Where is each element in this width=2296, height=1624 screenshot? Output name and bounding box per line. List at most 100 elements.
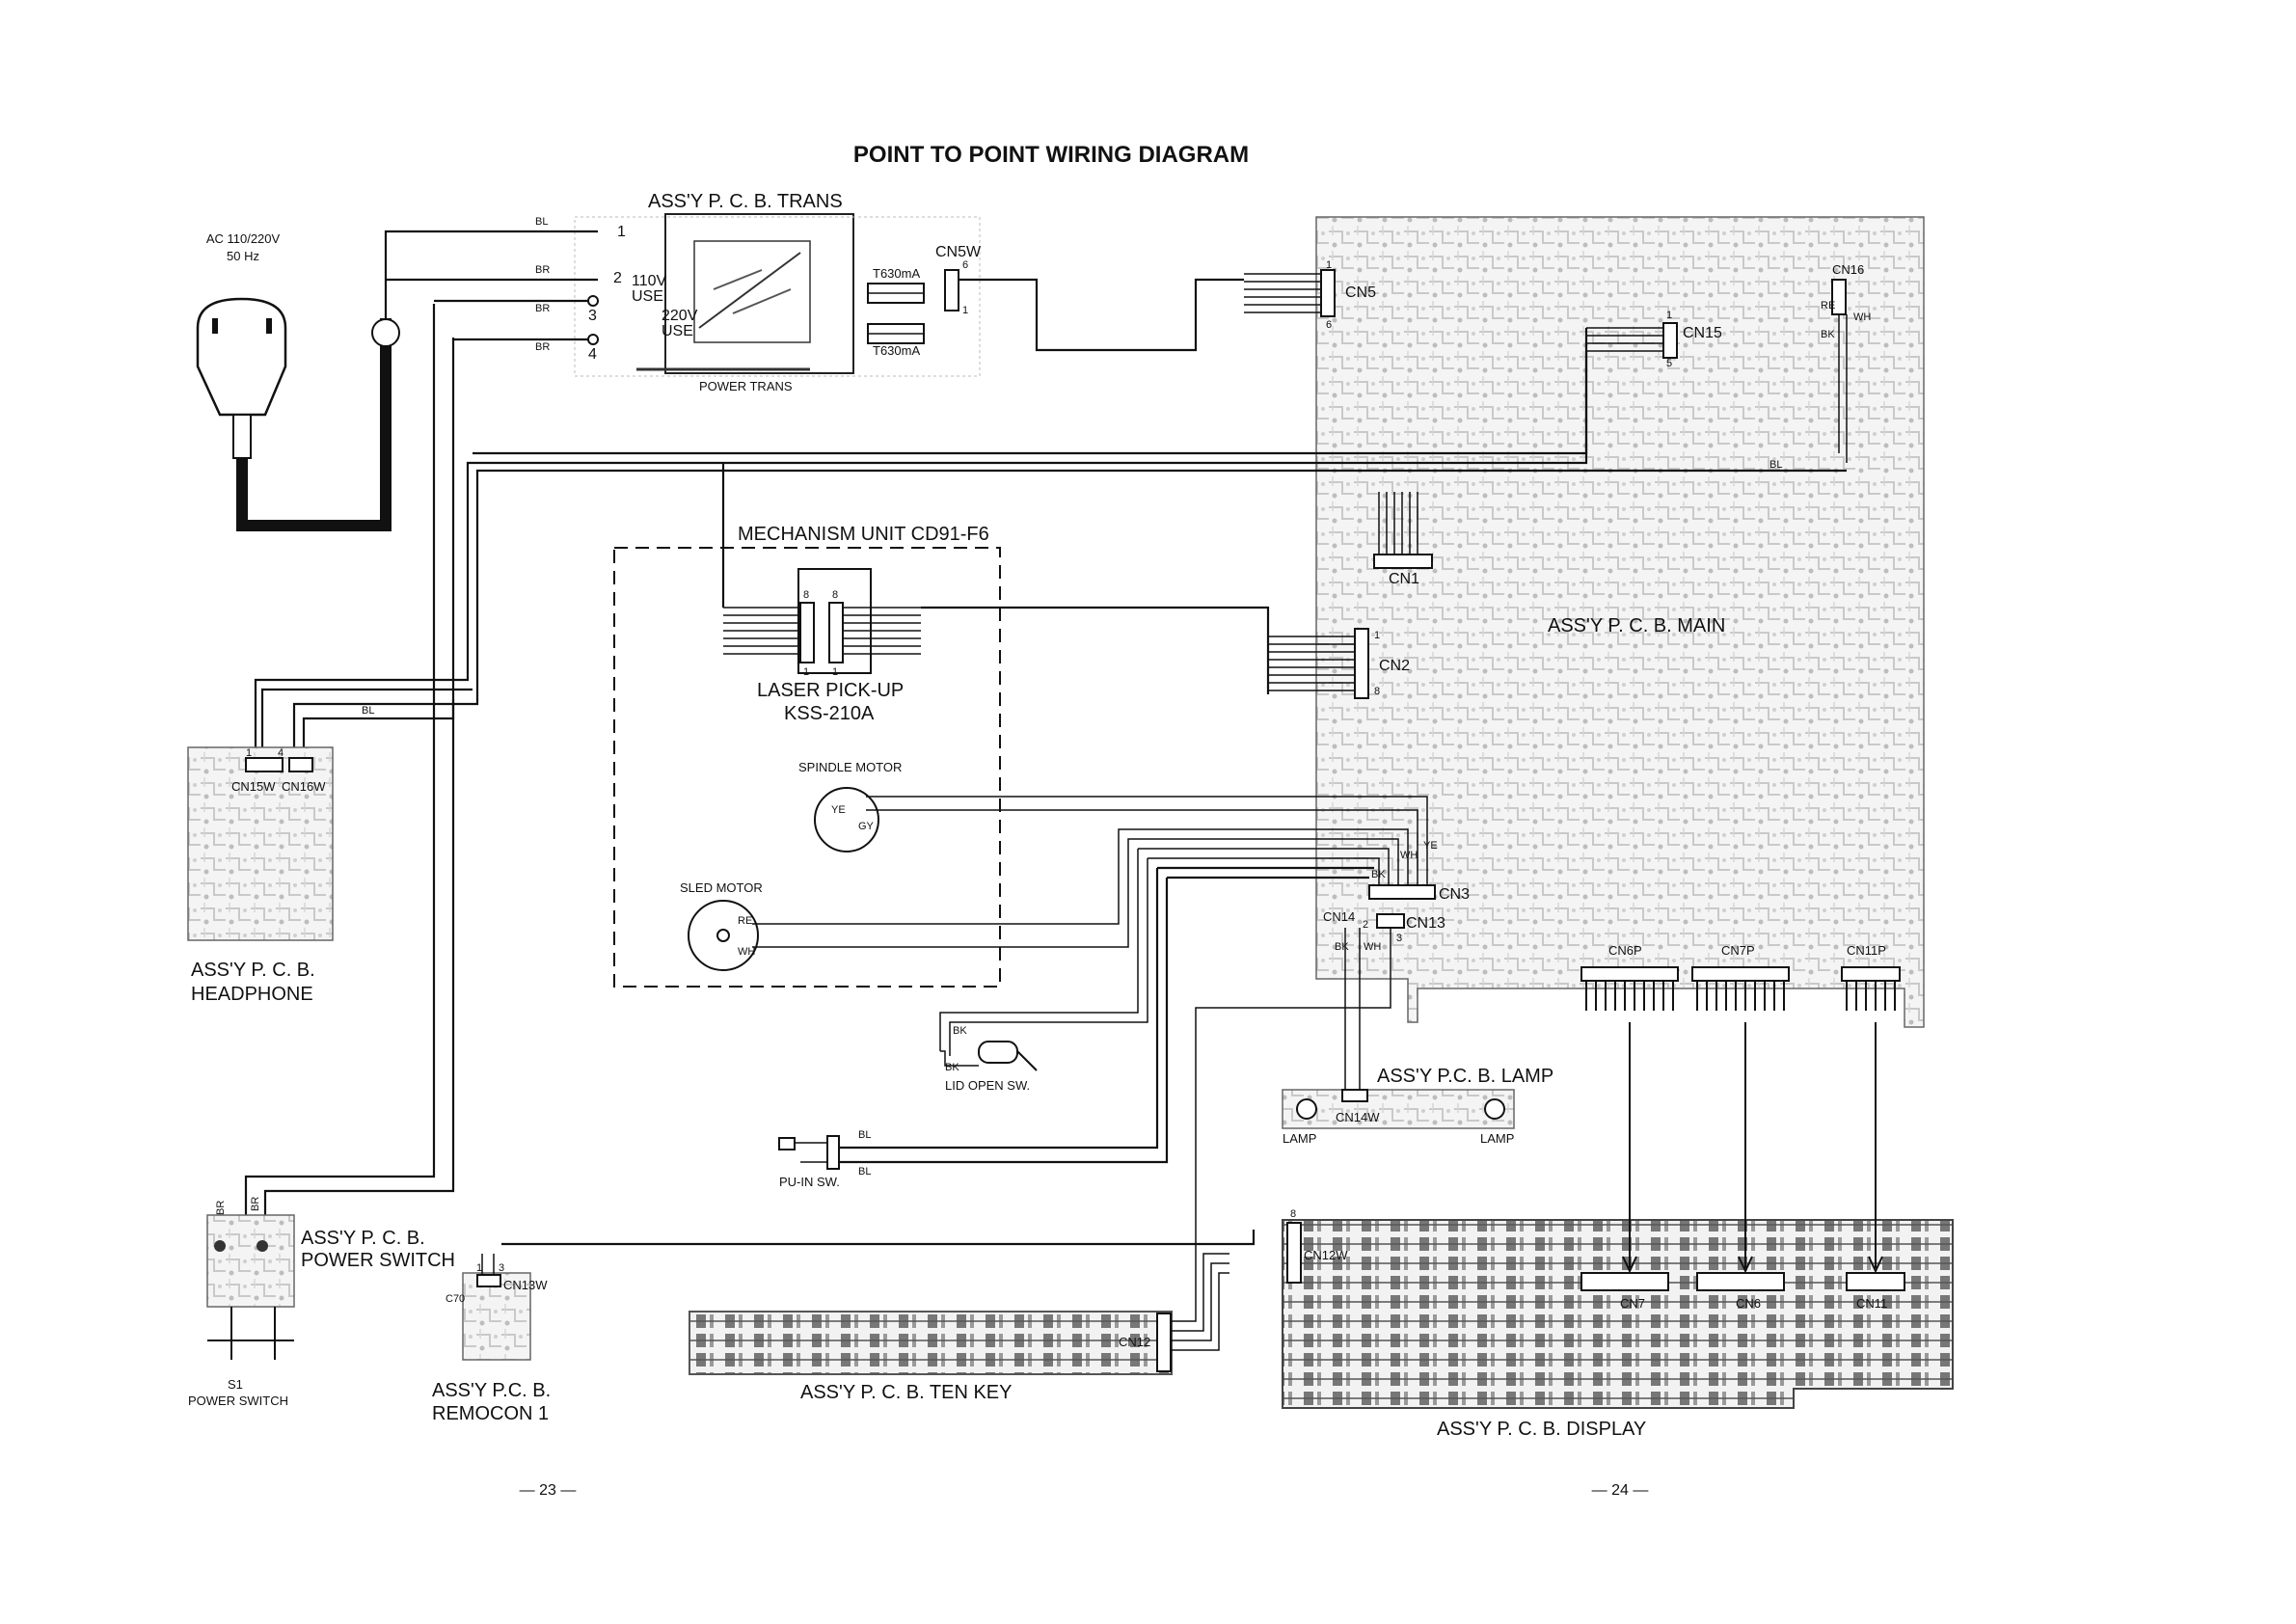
cn14w-connector — [1341, 1089, 1368, 1102]
headphone-pcb-title-2: HEADPHONE — [191, 984, 313, 1005]
wire-color-bl-2: BL — [1769, 459, 1782, 471]
use220-label: 220V — [662, 308, 698, 324]
main-pcb: ASS'Y P. C. B. MAIN — [1315, 216, 1925, 1028]
cn7p-label: CN7P — [1721, 943, 1755, 958]
pickup-pin8-a: 8 — [803, 589, 809, 601]
wire-color-bl-pu2: BL — [858, 1166, 871, 1177]
remocon-pcb: CN13W 1 3 C70 ASS'Y P.C. B. REMOCON 1 — [432, 1230, 1256, 1424]
pu-in-switch-label: PU-IN SW. — [779, 1175, 840, 1189]
wire-color-bk-lid: BK — [953, 1025, 967, 1037]
wire-color-re-2: RE — [738, 915, 752, 927]
cn5-pin6: 6 — [1326, 319, 1332, 331]
cn7p-connector — [1691, 966, 1790, 982]
fuse-1-label: T630mA — [873, 266, 920, 281]
cn14w-label: CN14W — [1336, 1110, 1380, 1124]
pickup-label-2: KSS-210A — [784, 703, 875, 724]
lamp-left-label: LAMP — [1283, 1131, 1316, 1146]
cn15w-pin4: 4 — [278, 747, 284, 759]
wire-color-wh-2: WH — [738, 946, 755, 958]
display-connectors: CN6P CN7P CN11P — [1580, 943, 1901, 1274]
use110-label: 110V — [632, 273, 667, 289]
pickup-label-1: LASER PICK-UP — [757, 680, 904, 701]
power-switch-pcb: BR BR ASS'Y P. C. B. POWER SWITCH S1 POW… — [188, 1197, 455, 1408]
lamp-right — [1484, 1098, 1505, 1120]
power-switch-pcb-title-2: POWER SWITCH — [301, 1250, 455, 1271]
cn14-label: CN14 — [1323, 909, 1355, 924]
pickup-connector-a — [799, 602, 815, 663]
cn11p-connector — [1841, 966, 1901, 982]
trans-pin-1: 1 — [617, 224, 626, 240]
s1-description: POWER SWITCH — [188, 1394, 288, 1408]
use110-label-2: USE — [632, 288, 663, 305]
pickup-pin1-b: 1 — [832, 666, 838, 678]
lid-open-switch-label: LID OPEN SW. — [945, 1078, 1030, 1093]
spindle-motor-label: SPINDLE MOTOR — [798, 760, 902, 774]
cn6p-label: CN6P — [1608, 943, 1642, 958]
cn15-pin5: 5 — [1666, 358, 1672, 369]
wire-color-br-2: BR — [535, 303, 550, 314]
cn15w-connector — [245, 757, 284, 772]
cn5-pin1: 1 — [1326, 259, 1332, 271]
wire-color-br-1: BR — [535, 264, 550, 276]
wire-color-wh-cn14: WH — [1364, 941, 1381, 953]
cn13-pin3: 3 — [1396, 933, 1402, 944]
wire-color-bk-cn14: BK — [1335, 941, 1349, 953]
cn7-label: CN7 — [1620, 1296, 1645, 1311]
wire-color-br-ps2: BR — [250, 1197, 261, 1211]
lamp-pcb: CN14W ASS'Y P.C. B. LAMP LAMP LAMP — [1282, 1061, 1553, 1146]
cn1-label: CN1 — [1389, 571, 1419, 587]
cn2-label: CN2 — [1379, 658, 1410, 674]
s1-label: S1 — [228, 1377, 243, 1392]
trans-pcb-title: ASS'Y P. C. B. TRANS — [648, 191, 843, 212]
ac-frequency-label: 50 Hz — [227, 249, 259, 263]
cn13w-label: CN13W — [503, 1278, 548, 1292]
cn13w-connector — [476, 1274, 501, 1287]
main-pcb-title: ASS'Y P. C. B. MAIN — [1548, 615, 1725, 636]
cn11p-label: CN11P — [1847, 943, 1886, 958]
cn15-pin1: 1 — [1666, 310, 1672, 321]
wire-color-bl-1: BL — [535, 216, 548, 228]
trans-pin-3: 3 — [588, 308, 597, 324]
cn16-label: CN16 — [1832, 262, 1864, 277]
lamp-left — [1296, 1098, 1317, 1120]
cn5w-pin1: 1 — [962, 305, 968, 316]
tenkey-pcb: CN12 ASS'Y P. C. B. TEN KEY — [689, 1243, 1229, 1403]
diagram-title: POINT TO POINT WIRING DIAGRAM — [853, 142, 1249, 168]
cn5w-connector — [944, 269, 959, 311]
page-number-right: — 24 — — [1592, 1482, 1649, 1499]
display-pcb: 8 CN12W CN7 CN6 CN11 ASS'Y P. C. B. DISP… — [1282, 1208, 1954, 1440]
cn2-connector — [1354, 628, 1369, 699]
cn1-connector — [1373, 554, 1433, 569]
tenkey-pcb-title: ASS'Y P. C. B. TEN KEY — [800, 1382, 1012, 1403]
sled-motor — [688, 900, 759, 971]
lid-open-switch: BK BK LID OPEN SW. — [940, 1025, 1038, 1093]
trans-pcb: ASS'Y P. C. B. TRANS POWER TRANS 110V US… — [574, 191, 982, 393]
wire-color-br-3: BR — [535, 341, 550, 353]
cn1-cn2: CN1 CN2 1 8 — [1268, 492, 1433, 699]
cn15w-label: CN15W — [231, 779, 276, 794]
cn12w-label: CN12W — [1304, 1248, 1348, 1262]
cn6p-connector — [1580, 966, 1679, 982]
cn16w-label: CN16W — [282, 779, 326, 794]
spindle-motor — [814, 787, 879, 853]
cn13-label: CN13 — [1406, 915, 1445, 932]
wire-color-ye-1: YE — [831, 804, 846, 816]
remocon-pcb-title: ASS'Y P.C. B. — [432, 1380, 551, 1401]
cn15-connector — [1662, 322, 1678, 359]
cn5-label: CN5 — [1345, 284, 1376, 301]
cn12w-pin8: 8 — [1290, 1208, 1296, 1220]
cn5-connector — [1320, 269, 1336, 317]
wire-color-re-1: RE — [1821, 300, 1835, 311]
wire-color-gy-1: GY — [858, 821, 875, 832]
cn2-pin1: 1 — [1374, 630, 1380, 641]
wire-color-bl-pu1: BL — [858, 1129, 871, 1141]
lamp-pcb-title: ASS'Y P.C. B. LAMP — [1377, 1066, 1553, 1087]
headphone-pcb: BL CN15W CN16W 1 4 ASS'Y P. C. B. HEADPH… — [187, 617, 479, 1005]
cn13w-pin3: 3 — [499, 1262, 504, 1274]
pu-in-switch: BL BL PU-IN SW. — [778, 1129, 871, 1189]
ac-voltage-label: AC 110/220V — [206, 231, 281, 246]
cn3-connector — [1368, 884, 1436, 900]
cn13w-pin1: 1 — [476, 1262, 482, 1274]
cn15w-pin1: 1 — [246, 747, 252, 759]
